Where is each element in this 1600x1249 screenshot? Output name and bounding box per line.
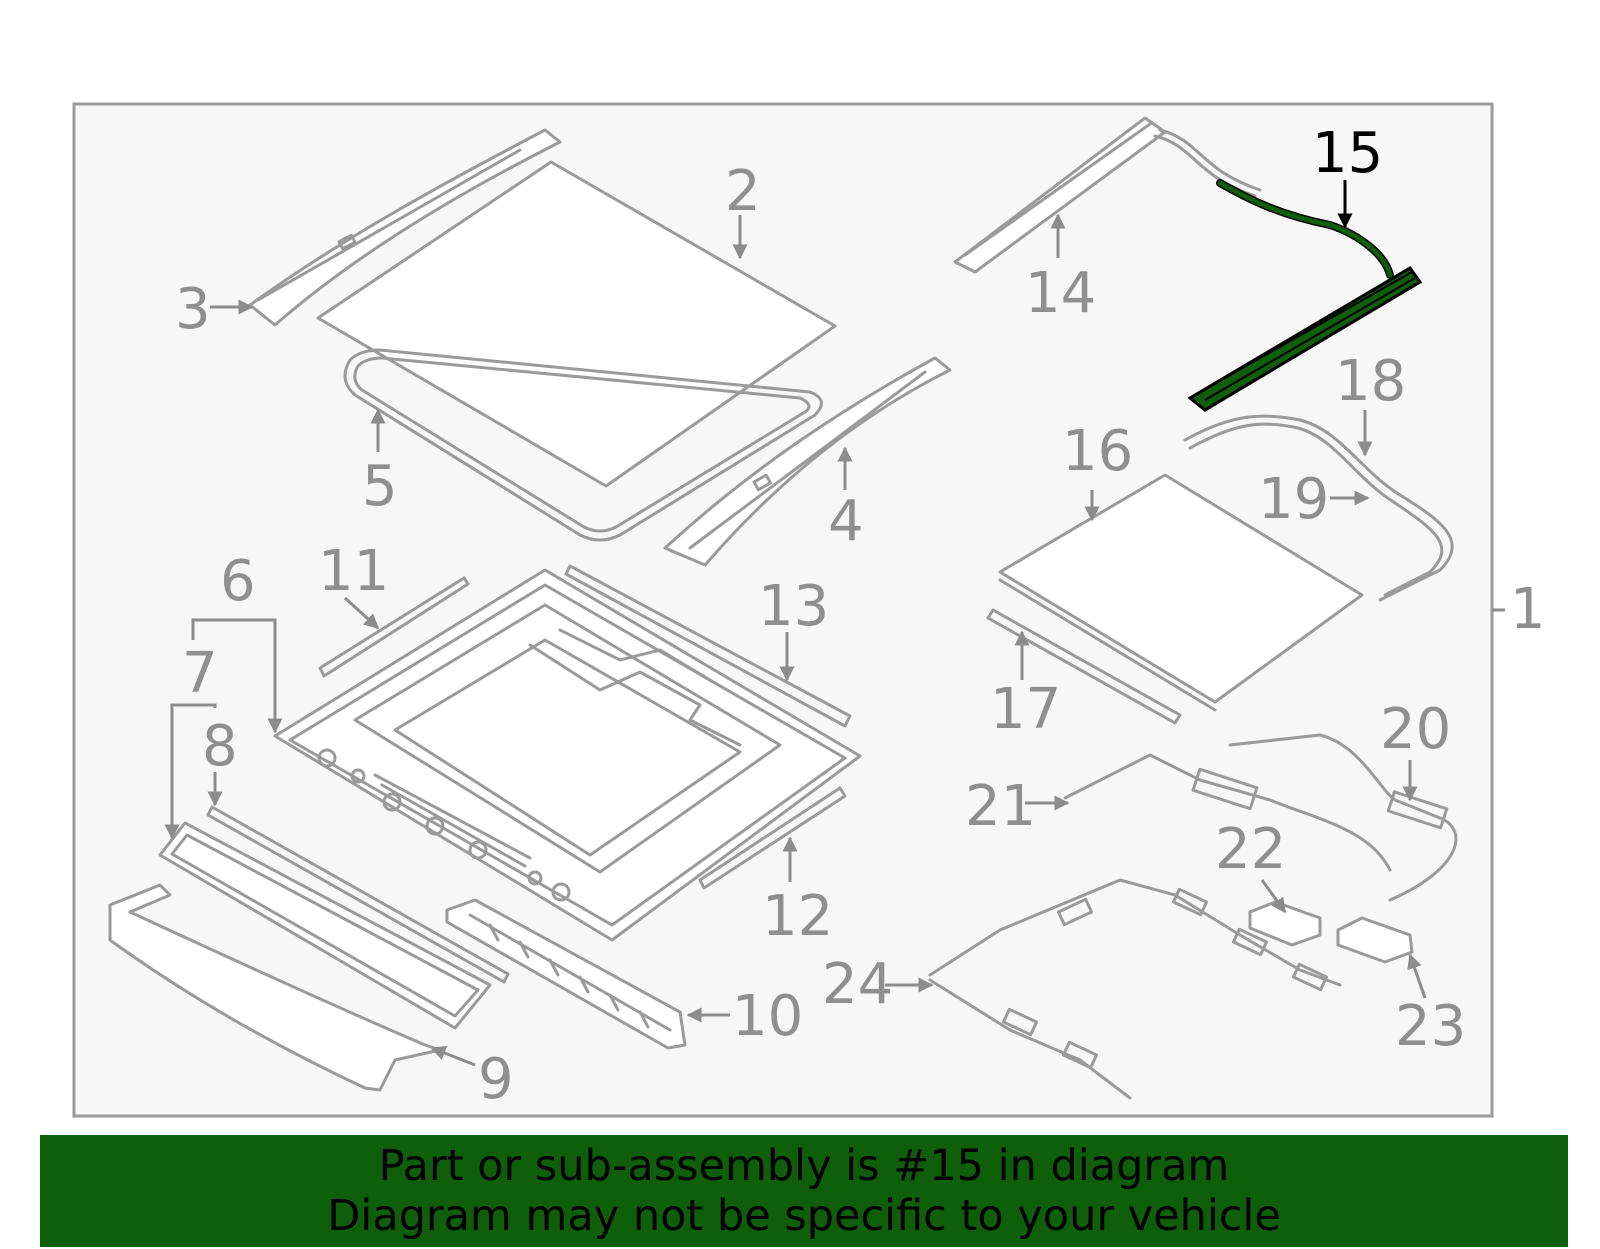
label-part-14: 14 [1025, 261, 1096, 326]
info-banner: Part or sub-assembly is #15 in diagram D… [40, 1135, 1568, 1247]
part-8-strip [206, 805, 510, 984]
label-part-15: 15 [1312, 121, 1383, 186]
label-part-7: 7 [182, 641, 218, 706]
label-part-6: 6 [220, 549, 256, 614]
label-part-12: 12 [762, 884, 833, 949]
label-part-10: 10 [732, 984, 803, 1049]
label-part-23: 23 [1395, 994, 1466, 1059]
label-part-24: 24 [822, 952, 893, 1017]
part-24-harness [928, 878, 1342, 1100]
label-part-22: 22 [1215, 817, 1286, 882]
part-20-harness [1228, 733, 1458, 902]
label-part-2: 2 [725, 159, 761, 224]
part-18-19-cable [1183, 414, 1454, 602]
part-21-harness [1063, 753, 1392, 872]
label-part-20: 20 [1380, 697, 1451, 762]
part-5-seal [343, 348, 823, 542]
label-part-17: 17 [990, 677, 1061, 742]
label-part-8: 8 [202, 714, 238, 779]
label-part-11: 11 [318, 539, 389, 604]
label-part-19: 19 [1258, 467, 1329, 532]
label-part-9: 9 [478, 1047, 514, 1112]
banner-line-2: Diagram may not be specific to your vehi… [327, 1191, 1281, 1241]
part-10-bracket [445, 898, 687, 1050]
part-2-roof-panel [316, 160, 837, 488]
part-4-roof-rail [663, 356, 952, 567]
label-part-21: 21 [965, 774, 1036, 839]
part-13-strip [564, 564, 852, 728]
label-part-13: 13 [758, 574, 829, 639]
label-part-16: 16 [1062, 419, 1133, 484]
part-3-roof-rail [248, 128, 562, 327]
part-number-labels: 1 2 3 4 5 6 7 8 9 10 11 12 13 14 15 16 1… [175, 121, 1546, 1112]
banner-line-1: Part or sub-assembly is #15 in diagram [378, 1141, 1230, 1191]
part-11-strip [318, 576, 470, 678]
part-12-strip [698, 786, 847, 890]
label-part-4: 4 [828, 489, 864, 554]
part-15-rail-highlighted [1187, 179, 1423, 412]
label-part-18: 18 [1335, 349, 1406, 414]
label-part-5: 5 [362, 454, 398, 519]
leader-lines [164, 180, 1505, 1067]
label-part-3: 3 [175, 277, 211, 342]
label-part-1: 1 [1510, 577, 1546, 642]
part-17-bar [986, 608, 1182, 725]
part-6-roof-frame [273, 568, 862, 942]
part-16-sunshade [998, 473, 1364, 712]
part-23-connector [1336, 916, 1414, 964]
